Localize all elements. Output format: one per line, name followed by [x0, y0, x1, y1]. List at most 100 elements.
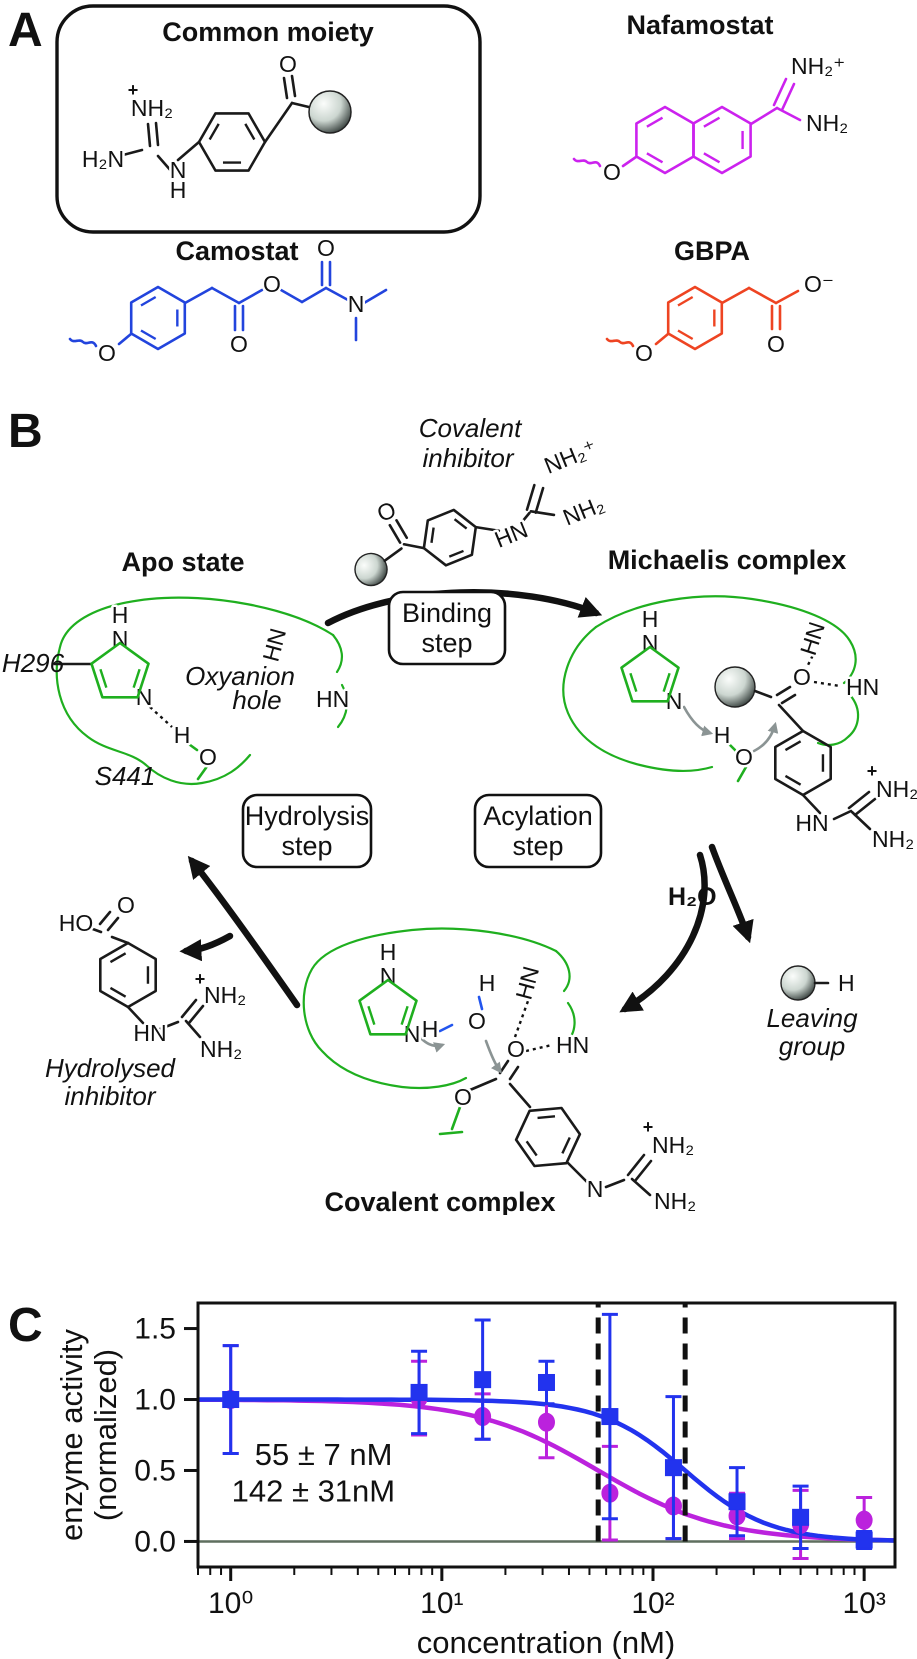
proton-transfer-arrow	[682, 705, 714, 737]
common-moiety-box	[55, 4, 482, 234]
leaving-group-sphere	[780, 965, 816, 1001]
hydrolysed-inhibitor-label: inhibitor	[64, 1081, 156, 1111]
y-tick-label: 0.0	[134, 1525, 176, 1558]
apo-pocket	[53, 596, 348, 786]
camostat-structure	[68, 260, 388, 348]
atom-hn: HN	[795, 810, 828, 836]
atom-o: O	[735, 744, 753, 770]
atom-o: O	[279, 51, 297, 77]
benzene-ring	[129, 285, 187, 351]
hydrolysis-attack-arrow	[484, 1039, 502, 1074]
acylation-step-label: step	[512, 831, 563, 861]
imidazole-ring	[620, 645, 680, 703]
x-tick-label: 10¹	[420, 1587, 463, 1620]
hydrolysis-step-box: Hydrolysis step	[241, 793, 373, 869]
atom-o: O	[373, 496, 399, 527]
covalent-complex-title: Covalent complex	[324, 1187, 555, 1215]
data-point-circle	[855, 1510, 873, 1530]
atom-o: O	[507, 1036, 525, 1062]
nafamostat-structure	[572, 77, 802, 168]
residue-h296: H296	[2, 648, 65, 678]
hydrolysed-inhibitor-structure	[88, 910, 205, 1039]
atom-h: H	[112, 602, 129, 628]
atom-n: N	[587, 1176, 604, 1202]
atom-nh2: NH₂	[872, 826, 914, 852]
atom-o: O	[98, 340, 116, 366]
hydrolysis-arrow	[187, 855, 301, 1009]
leaving-group-arrow	[708, 843, 754, 944]
benzene-ring	[422, 508, 478, 567]
atom-h2n: H₂N	[82, 146, 124, 172]
data-point-square	[222, 1391, 240, 1409]
leaving-group: H Leaving group	[766, 965, 858, 1061]
atom-hn: HN	[556, 1032, 589, 1058]
residue-s441: S441	[95, 761, 156, 791]
x-tick-label: 10²	[631, 1587, 674, 1620]
covalent-ligand	[438, 995, 653, 1197]
gbpa-title: GBPA	[674, 236, 750, 266]
atom-h: H	[642, 606, 659, 632]
atom-o: O	[199, 744, 217, 770]
leaving-group-sphere	[308, 90, 352, 134]
atom-h: H	[174, 722, 191, 748]
h-bond	[813, 680, 841, 688]
atom-h: H	[838, 970, 855, 996]
benzene-ring	[773, 729, 833, 797]
benzene-ring	[99, 941, 157, 1009]
atom-hn: HN	[257, 626, 291, 665]
h-bond	[803, 652, 816, 672]
naphthalene-ring	[635, 105, 695, 175]
atom-nh2: NH₂	[806, 110, 848, 136]
covalent-inhibitor-structure: O HN NH₂⁺ NH₂	[354, 432, 610, 587]
ic50-annotation: 55 ± 7 nM	[255, 1437, 393, 1472]
oxyanion-hole-label: hole	[232, 685, 281, 715]
leaving-group-sphere	[714, 666, 756, 708]
atom-nh2plus: NH₂⁺	[540, 434, 600, 478]
acylation-arrow	[619, 851, 708, 1013]
atom-o: O	[263, 271, 281, 297]
panel-c-label: C	[8, 1299, 43, 1352]
atom-n: N	[348, 291, 365, 317]
data-point-square	[601, 1408, 619, 1426]
y-tick-label: 1.0	[134, 1384, 176, 1417]
michaelis-ligand	[714, 666, 877, 831]
acylation-step-label: Acylation	[483, 801, 593, 831]
atom-n: N	[170, 157, 187, 183]
atom-plus: +	[195, 969, 206, 989]
y-tick-label: 0.5	[134, 1454, 176, 1487]
covalent-pocket	[302, 927, 576, 1136]
data-point-square	[855, 1531, 873, 1549]
atom-h: H	[422, 1016, 439, 1042]
atom-h: H	[170, 177, 187, 203]
nucleophilic-attack-arrow	[752, 721, 779, 753]
atom-plus: +	[867, 761, 878, 781]
data-point-square	[664, 1459, 682, 1477]
atom-o-minus: O⁻	[804, 271, 834, 297]
atom-hn: HN	[491, 516, 532, 553]
binding-step-box: Binding step	[387, 590, 507, 666]
atom-nh2plus: NH₂⁺	[791, 53, 845, 79]
benzene-ring	[666, 285, 724, 351]
atom-nh2: NH₂	[559, 491, 608, 531]
atom-plus: +	[128, 80, 139, 100]
data-point-square	[474, 1371, 492, 1389]
x-tick-label: 10³	[842, 1587, 885, 1620]
x-axis-label: concentration (nM)	[417, 1625, 675, 1659]
panel-b-label: B	[8, 405, 43, 458]
panel-b: B Covalent inhibitor O HN NH₂⁺ NH₂ Bindi…	[2, 405, 917, 1215]
attachment-squiggle	[572, 157, 602, 168]
x-tick-label: 10⁰	[208, 1587, 253, 1620]
binding-step-label: Binding	[402, 598, 492, 628]
atom-nh2: NH₂	[654, 1188, 696, 1214]
atom-nh2: NH₂	[652, 1132, 694, 1158]
imidazole-ring	[358, 978, 418, 1036]
atom-nh2: NH₂	[200, 1036, 242, 1062]
benzene-ring	[197, 112, 267, 172]
binding-step-label: step	[421, 628, 472, 658]
atom-o: O	[793, 664, 811, 690]
atom-hn: HN	[846, 674, 879, 700]
data-point-square	[792, 1508, 810, 1526]
proton-transfer-arrow	[416, 1033, 446, 1053]
panel-a: A Common moiety O N H NH₂ + H₂N Nafamost…	[8, 4, 851, 369]
